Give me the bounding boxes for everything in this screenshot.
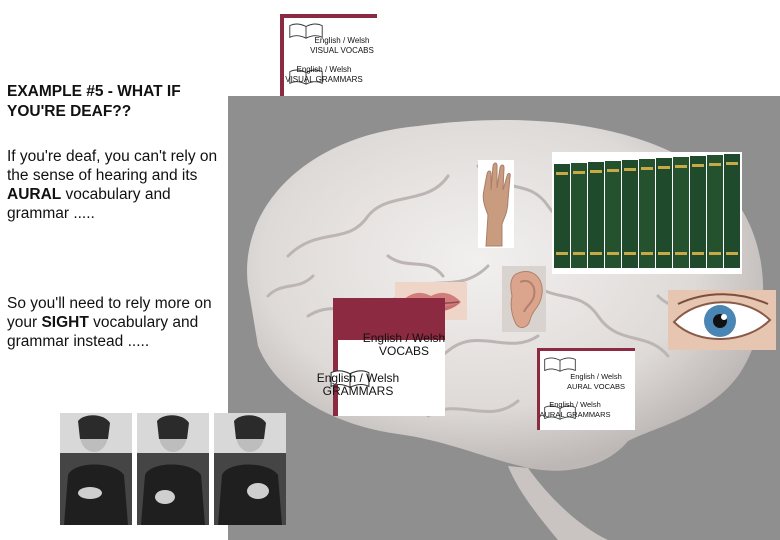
open-book-icon (289, 69, 323, 85)
sign-language-photo (60, 413, 132, 525)
visual-vocabs-label: English / Welsh VISUAL VOCABS (300, 36, 384, 56)
card-center (330, 298, 445, 416)
open-book-icon (544, 405, 576, 420)
visual-grammars-label: English / Welsh VISUAL GRAMMARS (272, 65, 376, 85)
center-vocabs-label: English / Welsh VOCABS (354, 332, 454, 358)
p1-text-a: If you're deaf, you can't rely on the se… (7, 148, 218, 184)
aural-vocabs-line2: AURAL VOCABS (566, 382, 626, 391)
center-grammars-line1: English / Welsh (316, 371, 400, 385)
center-grammars-line2: GRAMMARS (322, 384, 394, 398)
visual-vocabs-line1: English / Welsh (314, 36, 370, 45)
p1-text-b: vocabulary and grammar ..... (7, 186, 171, 222)
center-grammars-label: English / Welsh GRAMMARS (308, 372, 408, 398)
open-book-icon (544, 357, 576, 372)
card-visual (280, 14, 377, 96)
sign-language-photo (137, 413, 209, 525)
center-vocabs-line2: VOCABS (378, 344, 429, 358)
p2-text-b: vocabulary and grammar instead ..... (7, 314, 199, 350)
encyclopedia-books-image (552, 152, 742, 274)
p2-bold: SIGHT (41, 314, 89, 331)
open-book-icon (289, 23, 323, 39)
card-aural (537, 348, 635, 430)
sign-language-photo (214, 413, 286, 525)
slide-title: EXAMPLE #5 - WHAT IF YOU'RE DEAF?? (7, 83, 181, 120)
aural-grammars-line2: AURAL GRAMMARS (539, 410, 611, 419)
aural-grammars-line1: English / Welsh (549, 400, 601, 409)
hand-image (478, 160, 514, 248)
p2-text-a: So you'll need to rely more on your (7, 295, 212, 331)
eye-image (668, 290, 776, 350)
aural-grammars-label: English / Welsh AURAL GRAMMARS (526, 400, 624, 420)
p1-bold: AURAL (7, 186, 62, 203)
paragraph-sight: So you'll need to rely more on your SIGH… (7, 294, 222, 351)
center-vocabs-line1: English / Welsh (362, 331, 446, 345)
visual-vocabs-line2: VISUAL VOCABS (310, 46, 374, 55)
aural-vocabs-line1: English / Welsh (570, 372, 622, 381)
visual-grammars-line2: VISUAL GRAMMARS (285, 75, 363, 84)
open-book-icon (330, 370, 370, 388)
paragraph-aural: If you're deaf, you can't rely on the se… (7, 147, 222, 223)
ear-image (502, 266, 546, 332)
visual-grammars-line1: English / Welsh (296, 65, 352, 74)
aural-vocabs-label: English / Welsh AURAL VOCABS (554, 372, 638, 392)
